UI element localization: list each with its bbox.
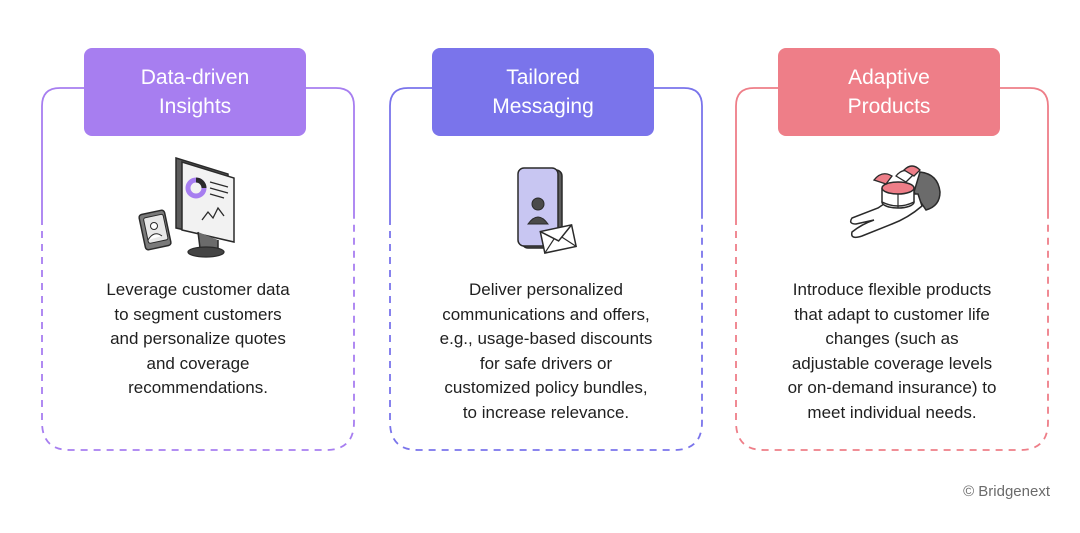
card-title: Tailored Messaging <box>492 66 594 118</box>
card-title-tab: Adaptive Products <box>778 48 1000 136</box>
card-data-driven-insights: Data-driven Insights Leverage customer d… <box>40 48 356 452</box>
card-title: Data-driven Insights <box>140 66 250 118</box>
card-border <box>735 87 1049 451</box>
phone-envelope-icon <box>517 167 578 254</box>
card-border <box>41 87 355 451</box>
card-description: Leverage customer data to segment custom… <box>106 280 290 397</box>
card-adaptive-products: Adaptive Products Introduce flexible pro… <box>734 48 1050 452</box>
card-description: Deliver personalized communications and … <box>439 280 653 422</box>
card-title-tab: Data-driven Insights <box>84 48 306 136</box>
card-border <box>389 87 703 451</box>
card-title: Adaptive Products <box>847 66 931 118</box>
hand-gift-icon <box>849 165 941 239</box>
card-tailored-messaging: Tailored Messaging Deliver personalized … <box>388 48 704 452</box>
card-description: Introduce flexible products that adapt t… <box>787 280 997 422</box>
copyright-footer: © Bridgenext <box>963 483 1050 500</box>
card-title-tab: Tailored Messaging <box>432 48 654 136</box>
monitor-dashboard-icon <box>138 156 235 258</box>
